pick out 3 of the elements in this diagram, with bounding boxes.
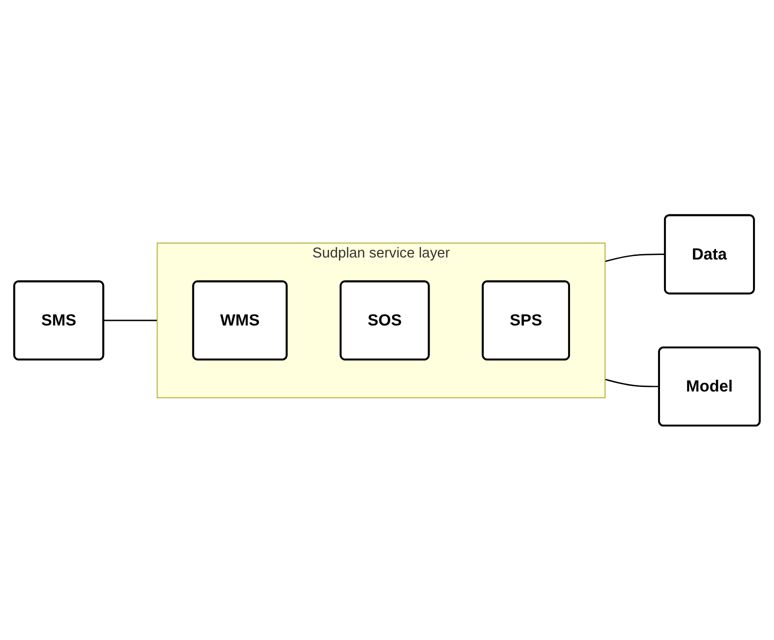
connector	[604, 378, 660, 387]
connector	[604, 253, 665, 262]
connector	[103, 319, 158, 321]
